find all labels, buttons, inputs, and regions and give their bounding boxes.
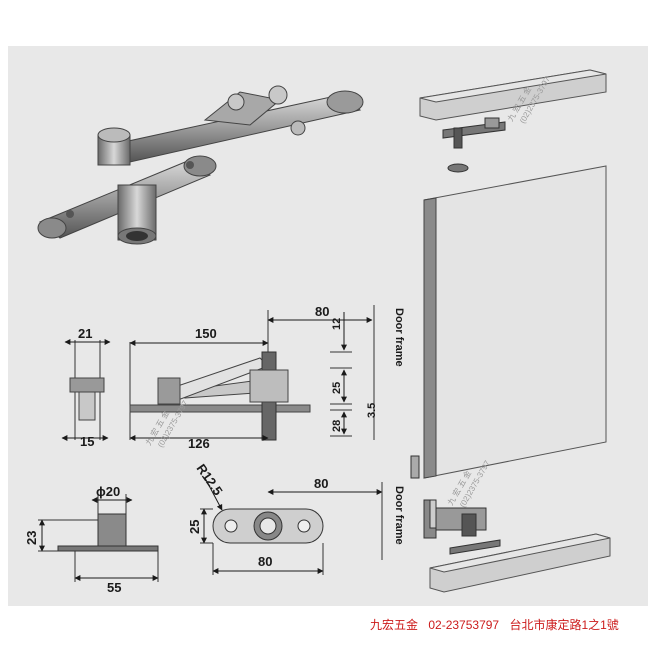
shop-phone: 02-23753797 bbox=[428, 618, 500, 632]
dim-80-top: 80 bbox=[315, 304, 329, 319]
dim-28: 28 bbox=[331, 420, 343, 432]
top-view: 21 15 bbox=[61, 326, 111, 449]
dim-80-bottom: 80 bbox=[258, 554, 272, 569]
door-frame-label-2: Door frame bbox=[393, 486, 405, 545]
dim-80-right: 80 bbox=[314, 476, 328, 491]
dim-3-5: 3.5 bbox=[366, 403, 378, 418]
dim-phi20: ϕ20 bbox=[96, 484, 120, 499]
door-installation bbox=[410, 69, 611, 593]
dim-150: 150 bbox=[195, 326, 217, 341]
dim-r12-5: R12.5 bbox=[194, 461, 226, 498]
dim-21: 21 bbox=[78, 326, 92, 341]
dim-23: 23 bbox=[24, 531, 39, 545]
dim-25-plan: 25 bbox=[187, 520, 202, 534]
shop-address: 台北市康定路1之1號 bbox=[509, 618, 619, 632]
dim-126: 126 bbox=[188, 436, 210, 451]
shop-footer: 九宏五金 02-23753797 台北市康定路1之1號 bbox=[370, 616, 645, 633]
plan-view: R12.5 80 25 80 Door frame bbox=[187, 461, 405, 575]
dim-55: 55 bbox=[107, 580, 121, 595]
front-view: ϕ20 23 55 bbox=[24, 484, 159, 595]
side-view: 150 80 126 12 25 3.5 28 Door frame bbox=[129, 304, 405, 451]
shop-name: 九宏五金 bbox=[370, 618, 419, 632]
hinge-photo bbox=[37, 85, 364, 245]
dim-12: 12 bbox=[331, 318, 343, 330]
door-frame-label-1: Door frame bbox=[393, 308, 405, 367]
dim-15: 15 bbox=[80, 434, 94, 449]
dim-25-side: 25 bbox=[331, 382, 343, 394]
